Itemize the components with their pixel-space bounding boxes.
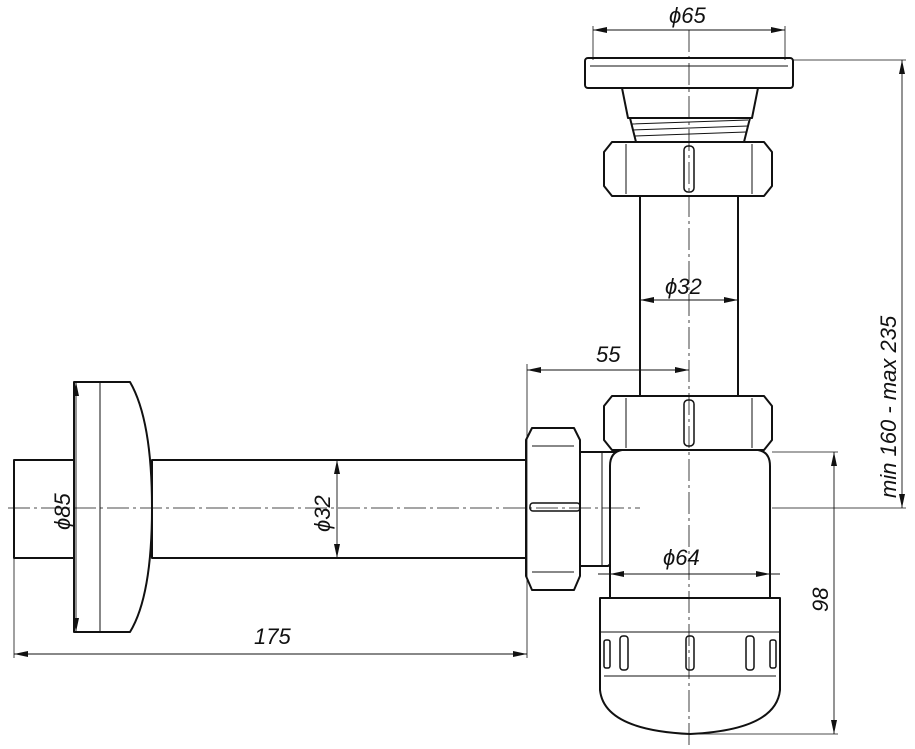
dim-flange-diameter: ϕ85 bbox=[50, 382, 79, 632]
dim-offset-55: 55 bbox=[526, 342, 689, 658]
thread-lines bbox=[631, 119, 749, 137]
dim-label: ϕ65 bbox=[669, 3, 706, 28]
dim-height-range: min 160 - max 235 bbox=[772, 59, 906, 509]
dim-bottle-height: 98 bbox=[692, 451, 838, 735]
arrow-head bbox=[771, 27, 785, 33]
cap-ridge-3 bbox=[745, 635, 755, 671]
bottom-cap bbox=[599, 597, 781, 735]
wall-flange bbox=[13, 381, 153, 633]
horizontal-outlet-pipe bbox=[151, 459, 528, 559]
arrow-head bbox=[14, 651, 28, 657]
upper-union-nut bbox=[603, 141, 773, 197]
dim-outlet-diameter: ϕ65 bbox=[592, 3, 786, 60]
dim-label: 175 bbox=[254, 624, 291, 649]
cap-ridge-1 bbox=[619, 635, 629, 671]
bottle-upper bbox=[609, 449, 771, 599]
drain-body bbox=[621, 87, 759, 119]
arrow-head bbox=[73, 382, 79, 396]
lower-union-nut bbox=[603, 395, 773, 451]
arrow-head bbox=[724, 297, 738, 303]
arrow-head bbox=[640, 297, 654, 303]
side-nut-ridge bbox=[529, 502, 581, 512]
horizontal-pipe-body bbox=[151, 459, 528, 559]
arrow-head bbox=[610, 571, 624, 577]
cap-ridge-2 bbox=[685, 635, 695, 671]
arrow-head bbox=[899, 494, 905, 508]
arrow-head bbox=[593, 27, 607, 33]
dim-horizontal-length: 175 bbox=[13, 558, 527, 658]
arrow-head bbox=[334, 544, 340, 558]
arrow-head bbox=[756, 571, 770, 577]
dim-label: 98 bbox=[808, 587, 833, 612]
arrow-head bbox=[899, 60, 905, 74]
cap-ridge-5 bbox=[769, 639, 777, 669]
arrow-head bbox=[831, 720, 837, 734]
cap-ridge-4 bbox=[603, 639, 611, 669]
dim-label: ϕ64 bbox=[663, 545, 700, 570]
wall-pipe-stub bbox=[13, 459, 75, 559]
dim-label: min 160 - max 235 bbox=[876, 315, 901, 498]
side-union-nut bbox=[525, 427, 581, 591]
dim-vertical-pipe-diameter: ϕ32 bbox=[640, 274, 738, 303]
arrow-head bbox=[675, 367, 689, 373]
arrow-head bbox=[831, 452, 837, 466]
arrow-head bbox=[513, 651, 527, 657]
flange-plate bbox=[73, 381, 153, 633]
dim-label: ϕ85 bbox=[50, 493, 75, 530]
dim-label: ϕ32 bbox=[310, 495, 335, 532]
dim-label: ϕ32 bbox=[665, 274, 702, 299]
arrow-head bbox=[527, 367, 541, 373]
dim-label: 55 bbox=[596, 342, 621, 367]
center-axes bbox=[8, 30, 690, 745]
dim-bottle-diameter: ϕ64 bbox=[610, 545, 770, 577]
arrow-head bbox=[334, 460, 340, 474]
arrow-head bbox=[73, 618, 79, 632]
dim-horizontal-pipe-diameter: ϕ32 bbox=[310, 460, 340, 558]
